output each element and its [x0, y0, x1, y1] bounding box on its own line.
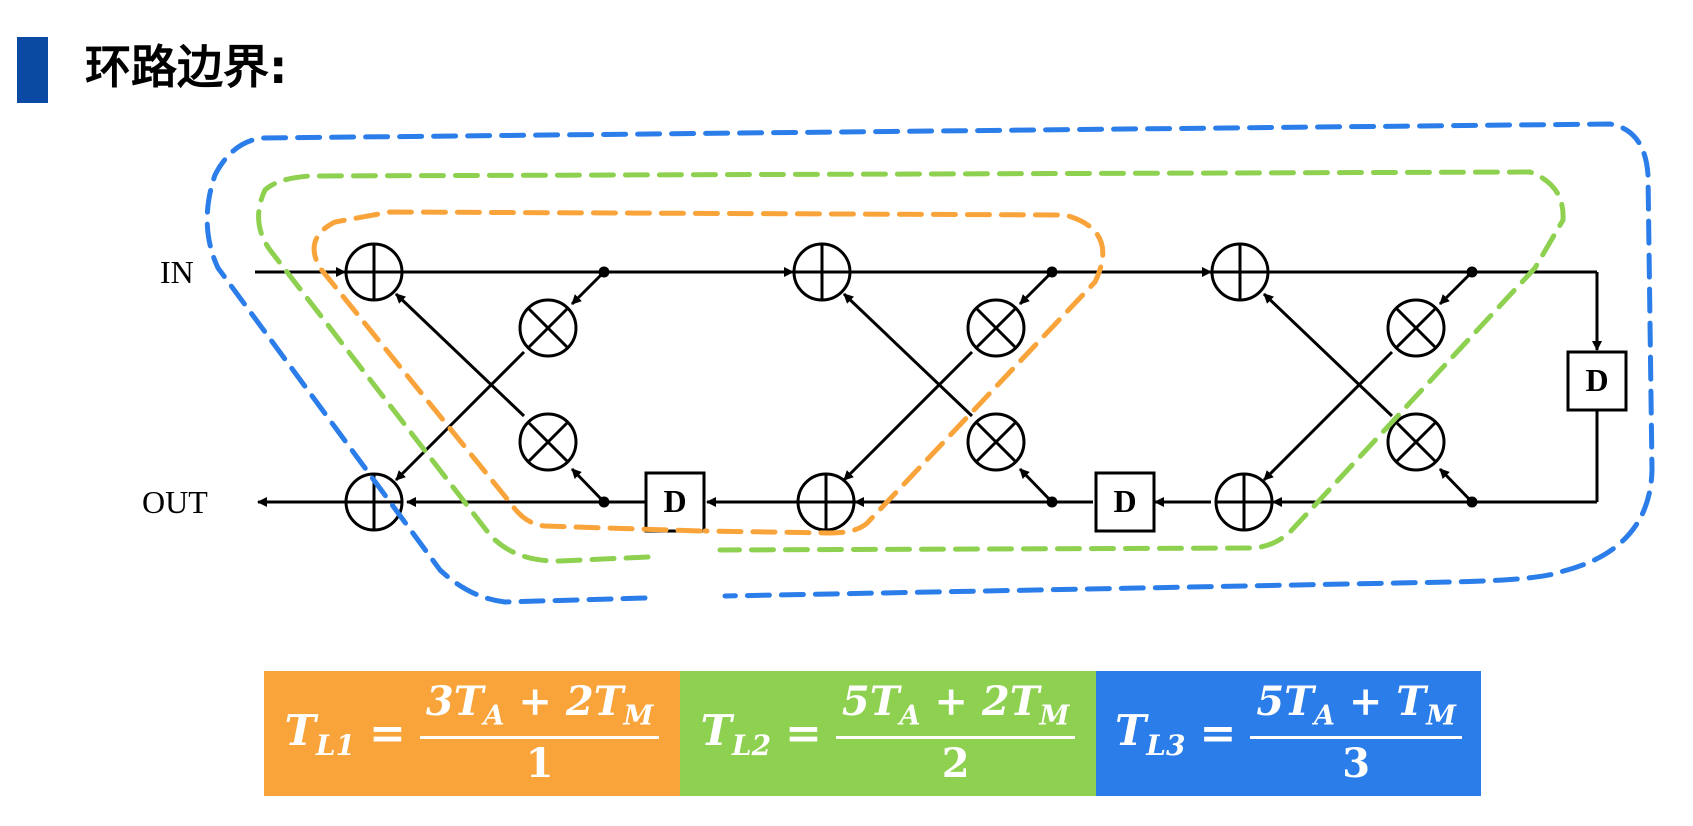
adder-icon [792, 242, 852, 302]
delay-block: D [1094, 471, 1156, 533]
multiplier-icon [1386, 412, 1446, 472]
branch-dot [598, 266, 610, 278]
svg-text:D: D [1113, 483, 1136, 519]
loop-boundary-2 [256, 169, 1566, 564]
page-title: 环路边界: [85, 40, 288, 94]
adder-icon [344, 242, 404, 302]
branch-dot [1466, 266, 1478, 278]
delay-block: D [644, 471, 706, 533]
multiplier-icon [518, 412, 578, 472]
formula-loop-2: TL2 = 5TA + 2TM 2 [680, 671, 1096, 796]
loop-boundary-3 [204, 121, 1655, 605]
branch-points [598, 266, 1478, 508]
multiplier-icon [518, 298, 578, 358]
svg-text:D: D [663, 483, 686, 519]
svg-text:D: D [1585, 362, 1608, 398]
branch-dot [1046, 266, 1058, 278]
loop-boundary-1 [311, 209, 1106, 536]
multiplier-icon [966, 412, 1026, 472]
delay-block: D [1566, 350, 1628, 412]
input-label: IN [160, 254, 194, 290]
formula-loop-3: TL3 = 5TA + TM 3 [1096, 671, 1481, 796]
branch-dot [1046, 496, 1058, 508]
adder-icon [1214, 472, 1274, 532]
adder-icon [344, 472, 404, 532]
adder-icon [1210, 242, 1270, 302]
multiplier-icon [966, 298, 1026, 358]
branch-dot [1466, 496, 1478, 508]
multiplier-icon [1386, 298, 1446, 358]
title-accent-bar [17, 37, 48, 103]
signal-lines [255, 267, 1602, 507]
adder-icon [796, 472, 856, 532]
formula-loop-1: TL1 = 3TA + 2TM 1 [264, 671, 680, 796]
output-label: OUT [142, 484, 208, 520]
loop-bound-formulas: TL1 = 3TA + 2TM 1 TL2 = 5TA + 2TM 2 TL3 … [264, 671, 1481, 796]
branch-dot [598, 496, 610, 508]
